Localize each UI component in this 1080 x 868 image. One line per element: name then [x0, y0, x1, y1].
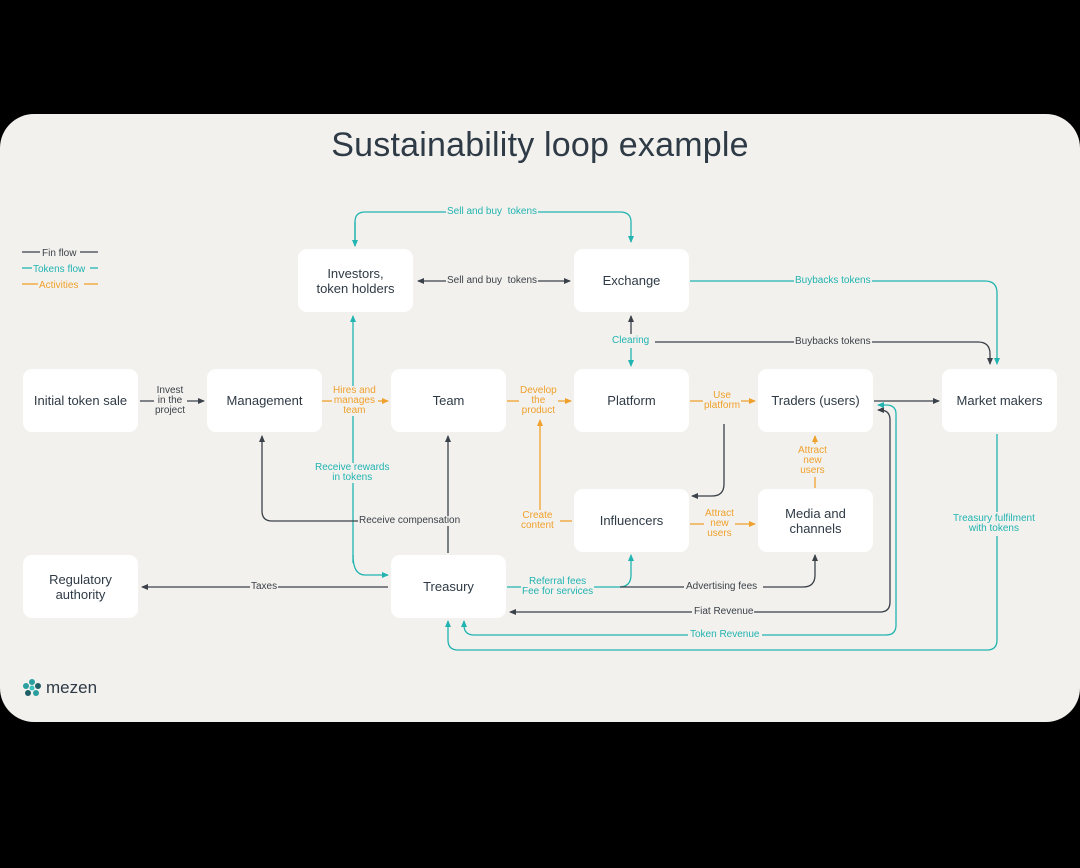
legend-lines [22, 251, 98, 285]
label-fiat-revenue: Fiat Revenue [693, 606, 755, 617]
edge-buybacks-teal [690, 280, 1000, 365]
label-advertising-fees: Advertising fees [685, 581, 759, 592]
legend: Fin flow Tokens flow Activities [22, 246, 85, 294]
label-attract-traders: Attract new users [797, 445, 828, 476]
label-receive-compensation: Receive compensation [358, 515, 462, 526]
label-sell-buy-mid: Sell and buy tokens [446, 275, 539, 286]
label-attract-media: Attract new users [704, 508, 735, 539]
node-platform[interactable]: Platform [574, 369, 689, 432]
label-create-content: Create content [520, 510, 555, 531]
node-investors[interactable]: Investors, token holders [298, 249, 413, 312]
label-sell-buy-top: Sell and buy tokens [446, 206, 539, 217]
node-traders[interactable]: Traders (users) [758, 369, 873, 432]
node-influencers[interactable]: Influencers [574, 489, 689, 552]
label-use-platform: Use platform [703, 390, 742, 411]
label-invest: Invest in the project [154, 385, 187, 416]
node-media-channels[interactable]: Media and channels [758, 489, 873, 552]
label-receive-rewards: Receive rewards in tokens [314, 462, 391, 483]
label-buybacks-fin: Buybacks tokens [794, 336, 872, 347]
edge-token-revenue [762, 402, 897, 636]
brand-name: mezen [46, 678, 98, 697]
label-develop: Develop the product [519, 385, 558, 416]
label-clearing: Clearing [611, 335, 651, 346]
edge-sell-buy-top [354, 211, 634, 246]
mezen-logo-icon [23, 679, 41, 696]
brand-logo: mezen [22, 678, 97, 698]
node-treasury[interactable]: Treasury [391, 555, 506, 618]
node-market-makers[interactable]: Market makers [942, 369, 1057, 432]
label-treasury-fulfilment: Treasury fulfilment with tokens [952, 513, 1036, 534]
node-team[interactable]: Team [391, 369, 506, 432]
edge-buybacks-fin [655, 341, 993, 365]
diagram-card [0, 114, 1080, 722]
label-token-revenue: Token Revenue [689, 629, 761, 640]
node-initial-token-sale[interactable]: Initial token sale [23, 369, 138, 432]
page-title: Sustainability loop example [331, 126, 749, 164]
node-exchange[interactable]: Exchange [574, 249, 689, 312]
edge-fiat-revenue [754, 407, 891, 613]
legend-fin-flow: Fin flow [42, 248, 77, 259]
node-management[interactable]: Management [207, 369, 322, 432]
node-regulatory-authority[interactable]: Regulatory authority [23, 555, 138, 618]
label-hires: Hires and manages team [332, 385, 377, 416]
label-buybacks-teal: Buybacks tokens [794, 275, 872, 286]
legend-tokens-flow: Tokens flow [33, 264, 86, 275]
edge-referral-fees [592, 554, 634, 588]
legend-activities: Activities [39, 280, 79, 291]
edge-advertising-fees [620, 555, 815, 588]
label-referral-fees: Referral fees Fee for services [521, 576, 595, 597]
label-taxes: Taxes [250, 581, 279, 592]
edge-treasury-fulfilment [448, 434, 998, 651]
edge-receive-compensation [259, 435, 358, 522]
edge-platform-influencers [691, 424, 725, 499]
